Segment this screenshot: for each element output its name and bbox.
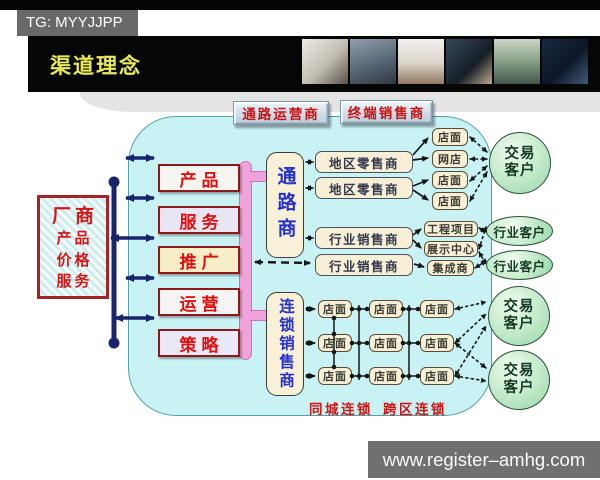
cross-region-chain-label: 跨区连锁 — [383, 402, 447, 417]
regional-retailer-box-2: 地区零售商 — [315, 177, 413, 199]
photo-thumbnail-6 — [542, 39, 588, 84]
outlet-webshop-box: 网店 — [432, 150, 468, 168]
banner-terminal-seller: 终端销售商 — [340, 100, 433, 124]
chain-store-box: 店面 — [318, 300, 352, 318]
photo-thumbnail-5 — [494, 39, 540, 84]
industry-seller-box-1: 行业销售商 — [315, 227, 413, 249]
chain-store-box: 店面 — [420, 367, 454, 385]
trade-customer-label: 交易客户 — [504, 145, 536, 179]
slide-title: 渠道理念 — [50, 55, 142, 78]
photo-strip — [302, 39, 588, 84]
trade-customer-label: 交易客户 — [503, 362, 535, 396]
trade-customer-ellipse: 交易客户 — [488, 350, 550, 410]
factor-box-strategy: 策略 — [158, 329, 240, 357]
trade-customer-label: 交易客户 — [503, 298, 535, 332]
industry-seller-box-2: 行业销售商 — [315, 254, 413, 276]
channel-trader-box: 通路商 — [266, 152, 304, 258]
industry-customer-ellipse: 行业客户 — [486, 216, 553, 246]
photo-thumbnail-2 — [350, 39, 396, 84]
industry-terminal-showroom: 展示中心 — [424, 241, 478, 257]
pink-spine-arm-bottom — [250, 310, 268, 321]
factor-box-operation: 运营 — [158, 288, 240, 316]
photo-thumbnail-1 — [302, 39, 348, 84]
photo-thumbnail-4 — [446, 39, 492, 84]
manufacturer-item: 产品 — [56, 229, 93, 247]
outlet-store-box: 店面 — [432, 192, 468, 210]
photo-thumbnail-3 — [398, 39, 444, 84]
top-black-strip — [0, 0, 600, 10]
chain-store-box: 店面 — [369, 367, 403, 385]
manufacturer-bus — [108, 176, 120, 349]
tg-watermark: TG: MYYJJPP — [17, 10, 138, 36]
trade-customer-ellipse: 交易客户 — [488, 286, 550, 346]
chain-store-box: 店面 — [420, 300, 454, 318]
industry-terminal-integrator: 集成商 — [427, 260, 474, 276]
banner-channel-operator: 通路运营商 — [233, 101, 329, 125]
chain-store-box: 店面 — [318, 367, 352, 385]
chain-seller-box: 连锁销售商 — [266, 292, 304, 396]
chain-store-box: 店面 — [369, 334, 403, 352]
outlet-store-box: 店面 — [432, 128, 468, 146]
same-city-chain-label: 同城连锁 — [309, 402, 373, 417]
pink-spine — [239, 161, 252, 360]
factor-box-product: 产品 — [158, 164, 240, 192]
factor-box-promotion: 推广 — [158, 246, 240, 274]
pink-spine-arm-top — [250, 171, 268, 182]
industry-customer-ellipse: 行业客户 — [486, 250, 553, 280]
trade-customer-ellipse: 交易客户 — [489, 132, 551, 194]
factor-box-service: 服务 — [158, 206, 240, 234]
manufacturer-item: 价格 — [56, 251, 93, 269]
outlet-store-box: 店面 — [432, 171, 468, 189]
industry-terminal-project: 工程项目 — [424, 221, 478, 237]
chain-store-box: 店面 — [318, 334, 352, 352]
chain-store-box: 店面 — [369, 300, 403, 318]
chain-store-box: 店面 — [420, 334, 454, 352]
manufacturer-box: 厂商 产品 价格 服务 — [37, 195, 109, 299]
manufacturer-item: 服务 — [56, 273, 93, 291]
regional-retailer-box-1: 地区零售商 — [315, 151, 413, 173]
site-watermark: www.register–amhg.com — [368, 441, 600, 478]
manufacturer-title: 厂商 — [51, 205, 98, 227]
